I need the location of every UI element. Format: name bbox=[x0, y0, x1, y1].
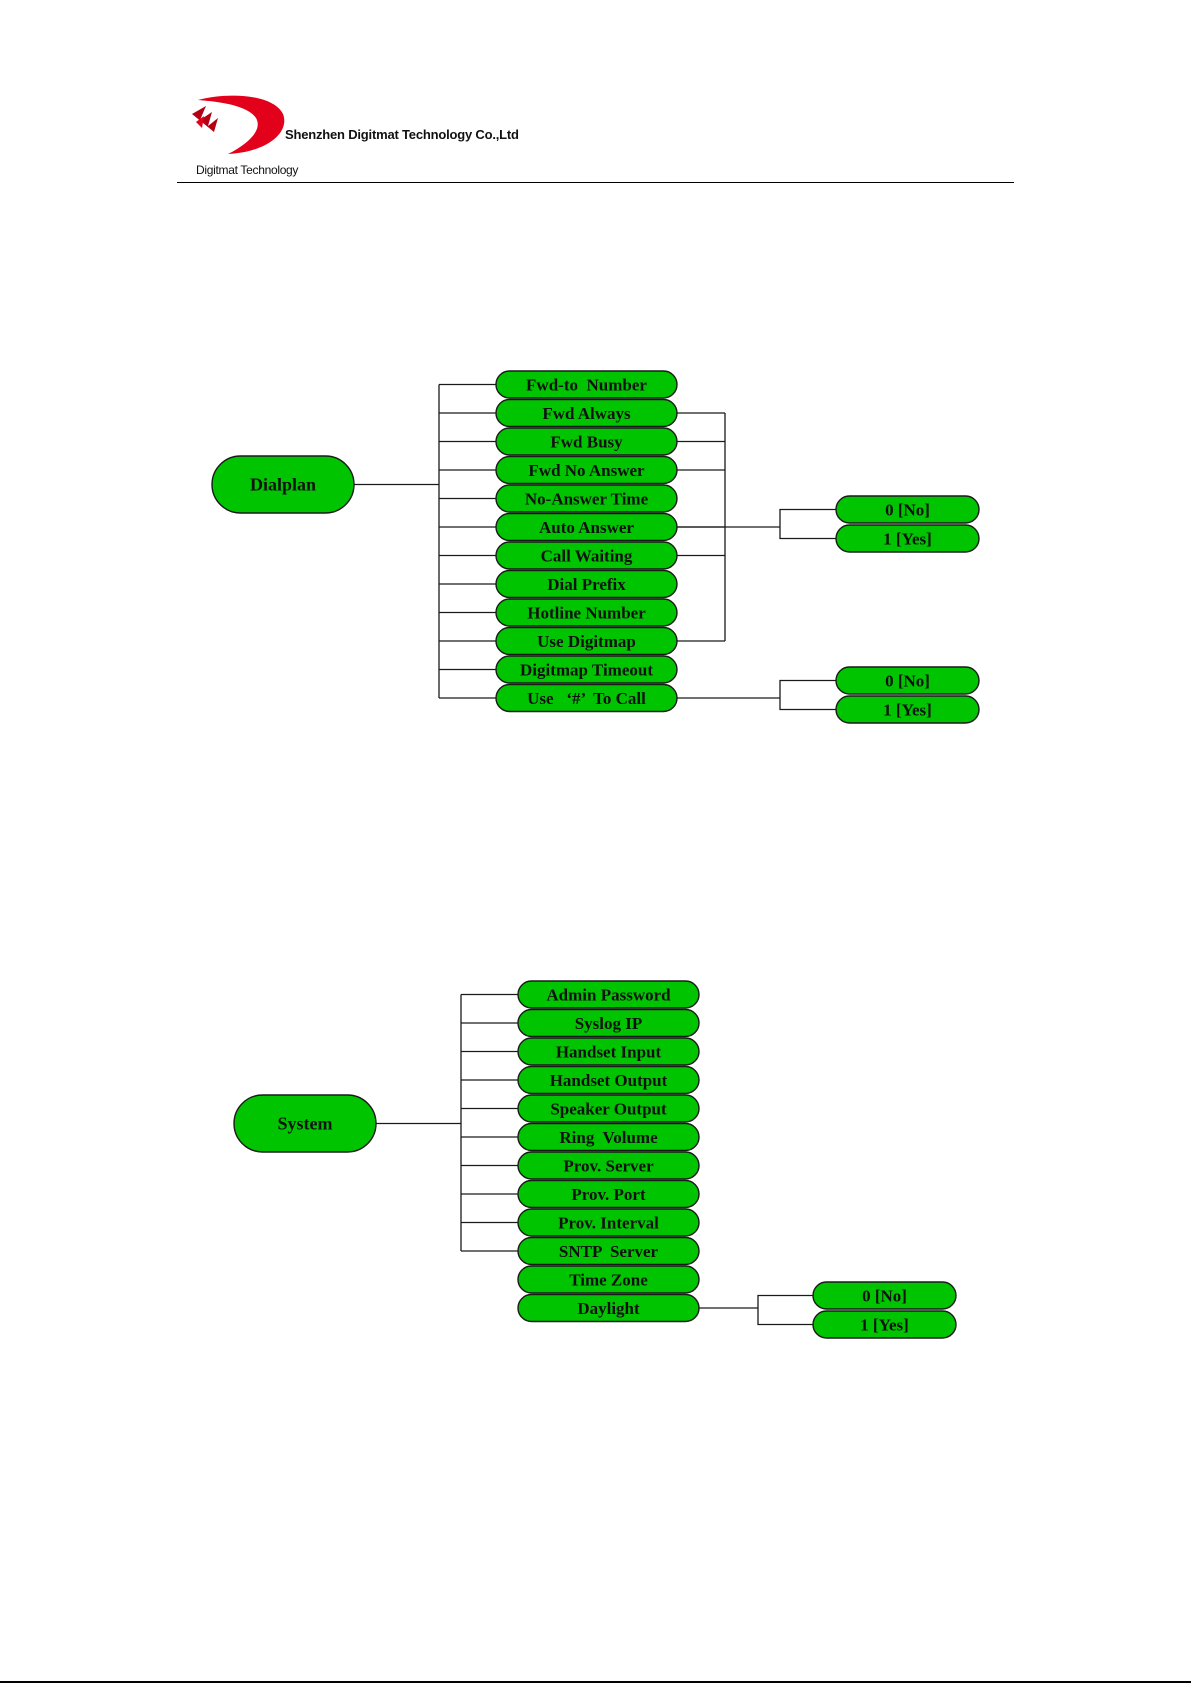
system-item-handset-input-label: Handset Input bbox=[556, 1043, 662, 1062]
system-item-ring-volume: Ring Volume bbox=[517, 1122, 700, 1152]
system-item-prov-interval: Prov. Interval bbox=[517, 1208, 700, 1237]
dialplan-item-no-answer-time-label: No-Answer Time bbox=[525, 490, 649, 509]
system-item-syslog-ip-label: Syslog IP bbox=[575, 1014, 643, 1033]
dialplan-item-fwd-busy-label: Fwd Busy bbox=[550, 433, 623, 452]
dialplan-root-node: Dialplan bbox=[211, 455, 355, 514]
logo-caption: Digitmat Technology bbox=[196, 163, 299, 177]
dialplan-item-use-digitmap: Use Digitmap bbox=[495, 626, 678, 656]
dialplan-item-hotline-number: Hotline Number bbox=[495, 598, 678, 627]
dialplan-item-fwd-always-label: Fwd Always bbox=[542, 404, 631, 423]
system-item-speaker-output-label: Speaker Output bbox=[550, 1100, 667, 1119]
dialplan-item-call-waiting: Call Waiting bbox=[495, 541, 678, 570]
dialplan-item-digitmap-timeout-label: Digitmap Timeout bbox=[520, 661, 653, 680]
dialplan-item-fwd-always: Fwd Always bbox=[495, 398, 678, 428]
dialplan-item-digitmap-timeout: Digitmap Timeout bbox=[495, 655, 678, 684]
system-item-handset-output-label: Handset Output bbox=[550, 1071, 668, 1090]
company-name: Shenzhen Digitmat Technology Co.,Ltd bbox=[285, 127, 519, 142]
dialplan-item-fwd-no-answer: Fwd No Answer bbox=[495, 455, 678, 485]
system-item-prov-port-label: Prov. Port bbox=[571, 1185, 646, 1204]
system-item-sntp-server: SNTP Server bbox=[517, 1236, 700, 1266]
dialplan-item-use-to-call: Use ‘#’ To Call bbox=[495, 683, 678, 713]
option-bracket bbox=[779, 679, 836, 711]
option-1-yes-label: 1 [Yes] bbox=[883, 701, 932, 720]
option-bracket bbox=[757, 1294, 813, 1326]
system-item-admin-password-label: Admin Password bbox=[546, 986, 671, 1005]
dialplan-item-dial-prefix-label: Dial Prefix bbox=[547, 575, 626, 594]
system-item-prov-interval-label: Prov. Interval bbox=[558, 1214, 659, 1233]
system-item-daylight: Daylight bbox=[517, 1293, 700, 1323]
footer-divider bbox=[0, 1681, 1191, 1683]
system-item-daylight-label: Daylight bbox=[577, 1299, 640, 1318]
header-divider bbox=[177, 182, 1014, 183]
option-0-no-label: 0 [No] bbox=[885, 501, 930, 520]
option-1-yes-label: 1 [Yes] bbox=[883, 530, 932, 549]
dialplan-item-fwd-busy: Fwd Busy bbox=[495, 427, 678, 456]
system-item-prov-server-label: Prov. Server bbox=[563, 1157, 654, 1176]
option-0-no-label: 0 [No] bbox=[862, 1287, 907, 1306]
system-item-handset-output: Handset Output bbox=[517, 1065, 700, 1095]
dialplan-item-hotline-number-label: Hotline Number bbox=[527, 604, 646, 623]
option-1-yes: 1 [Yes] bbox=[835, 524, 980, 553]
dialplan-item-use-to-call-label: Use ‘#’ To Call bbox=[527, 689, 646, 708]
option-0-no-label: 0 [No] bbox=[885, 672, 930, 691]
dialplan-item-fwd-no-answer-label: Fwd No Answer bbox=[528, 461, 645, 480]
system-item-speaker-output: Speaker Output bbox=[517, 1094, 700, 1123]
company-logo bbox=[192, 95, 285, 154]
option-0-no: 0 [No] bbox=[835, 666, 980, 695]
dialplan-item-use-digitmap-label: Use Digitmap bbox=[537, 632, 636, 651]
system-item-syslog-ip: Syslog IP bbox=[517, 1008, 700, 1038]
dialplan-item-call-waiting-label: Call Waiting bbox=[541, 547, 633, 566]
system-item-prov-server: Prov. Server bbox=[517, 1151, 700, 1180]
system-item-ring-volume-label: Ring Volume bbox=[559, 1128, 658, 1147]
page-header: Shenzhen Digitmat Technology Co.,Ltd Dig… bbox=[0, 0, 1191, 190]
option-1-yes-label: 1 [Yes] bbox=[860, 1316, 909, 1335]
dialplan-item-auto-answer: Auto Answer bbox=[495, 512, 678, 542]
dialplan-root-node-label: Dialplan bbox=[250, 475, 316, 495]
dialplan-item-fwd-to-number: Fwd-to Number bbox=[495, 370, 678, 399]
system-root-node: System bbox=[233, 1094, 377, 1153]
system-item-admin-password: Admin Password bbox=[517, 980, 700, 1009]
system-item-time-zone-label: Time Zone bbox=[569, 1271, 648, 1290]
dialplan-item-auto-answer-label: Auto Answer bbox=[539, 518, 634, 537]
option-1-yes: 1 [Yes] bbox=[812, 1310, 957, 1339]
system-root-node-label: System bbox=[278, 1114, 333, 1134]
system-item-sntp-server-label: SNTP Server bbox=[559, 1242, 659, 1261]
dialplan-item-dial-prefix: Dial Prefix bbox=[495, 569, 678, 599]
system-item-handset-input: Handset Input bbox=[517, 1037, 700, 1066]
option-0-no: 0 [No] bbox=[835, 495, 980, 524]
system-tree: 0 [No] 1 [Yes] System Admin PasswordSyslog … bbox=[233, 980, 957, 1339]
system-item-prov-port: Prov. Port bbox=[517, 1179, 700, 1209]
option-0-no: 0 [No] bbox=[812, 1281, 957, 1310]
dialplan-item-no-answer-time: No-Answer Time bbox=[495, 484, 678, 513]
option-bracket bbox=[779, 508, 836, 540]
dialplan-item-fwd-to-number-label: Fwd-to Number bbox=[526, 376, 647, 395]
dialplan-tree: 0 [No] 1 [Yes] 0 [No] 1 [Yes] Dialplan Fwd-to… bbox=[211, 370, 980, 724]
system-item-time-zone: Time Zone bbox=[517, 1265, 700, 1294]
option-1-yes: 1 [Yes] bbox=[835, 695, 980, 724]
